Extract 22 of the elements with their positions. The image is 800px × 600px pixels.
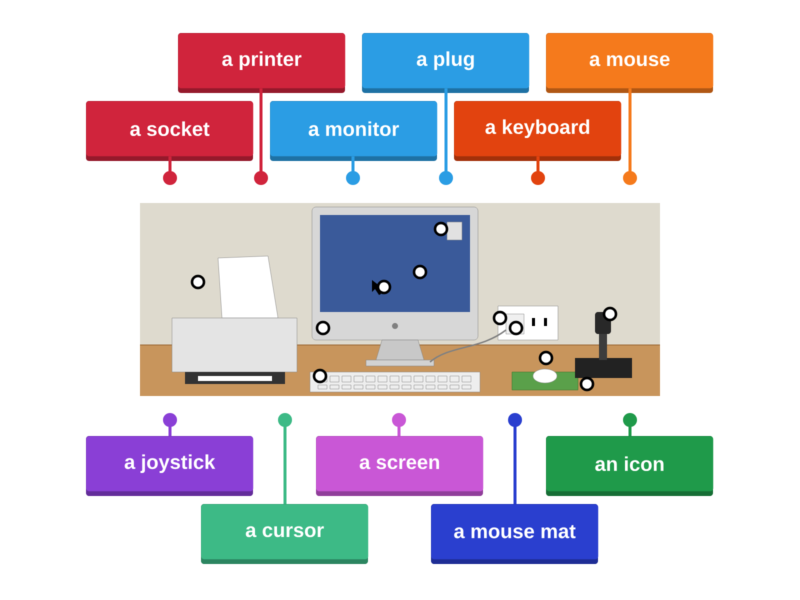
label-box: a cursor: [201, 504, 368, 564]
leader-line: [163, 413, 177, 436]
leader-line: [439, 88, 453, 185]
label-box: a mouse mat: [431, 504, 598, 564]
label-box: a keyboard: [454, 101, 622, 161]
label-box: an icon: [546, 436, 714, 496]
leader-line: [531, 156, 545, 185]
label-box: a screen: [316, 436, 484, 496]
label-box: a plug: [362, 33, 530, 93]
label-box: a monitor: [270, 101, 438, 161]
leader-line: [163, 156, 177, 185]
leader-line: [254, 88, 268, 185]
label-box: a socket: [86, 101, 254, 161]
leader-line: [623, 88, 637, 185]
leader-line: [346, 156, 360, 185]
leader-line: [392, 413, 406, 436]
label-box: a joystick: [86, 436, 254, 496]
leader-line: [508, 413, 522, 504]
leader-line: [278, 413, 292, 504]
label-box: a mouse: [546, 33, 714, 93]
leader-line: [623, 413, 637, 436]
label-box: a printer: [178, 33, 346, 93]
